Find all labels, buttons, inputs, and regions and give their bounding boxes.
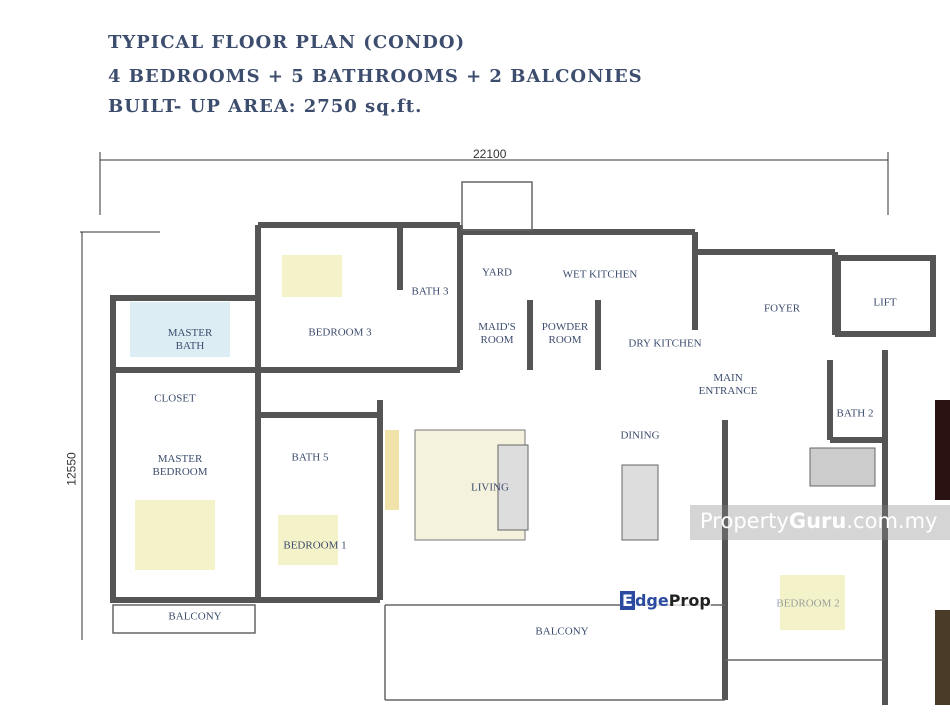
plan-area: BUILT- UP AREA: 2750 sq.ft. [108,96,423,117]
dimension-lines [80,152,889,640]
room-living: LIVING [471,481,509,494]
room-powder-room: POWDER ROOM [541,321,589,346]
room-lift: LIFT [873,296,897,309]
room-closet: CLOSET [154,392,196,405]
walls [110,222,936,705]
room-master-bath: MASTER BATH [167,327,213,352]
plan-title: TYPICAL FLOOR PLAN (CONDO) [108,32,466,53]
room-bath-5: BATH 5 [291,451,329,464]
room-bath-3: BATH 3 [411,285,449,298]
room-bedroom-1: BEDROOM 1 [283,539,347,552]
plan-layout: 4 BEDROOMS + 5 BATHROOMS + 2 BALCONIES [108,66,643,87]
dining-table [621,464,659,541]
room-bath-2: BATH 2 [836,407,874,420]
sofa [497,444,529,531]
room-maids-room: MAID'S ROOM [478,321,516,346]
depth-dimension: 12550 [64,452,79,486]
sofa-bed2 [809,447,876,487]
bed-2 [780,575,845,630]
room-wet-kitchen: WET KITCHEN [562,268,638,281]
room-bedroom-3: BEDROOM 3 [308,326,372,339]
bed-1 [278,515,338,565]
room-balcony-main: BALCONY [535,625,589,638]
room-main-entrance: MAIN ENTRANCE [698,372,758,397]
bed-3 [282,255,342,297]
room-yard: YARD [482,266,512,279]
room-dining: DINING [620,429,660,442]
width-dimension: 22100 [473,147,507,161]
room-dry-kitchen: DRY KITCHEN [628,337,702,350]
propertyguru-watermark: PropertyGuru.com.my [700,509,938,533]
side-photo-1 [935,400,950,500]
master-bath-floor [130,302,230,357]
tv-console [385,430,399,510]
room-bedroom-2: BEDROOM 2 [776,597,840,610]
room-master-bedroom: MASTER BEDROOM [152,453,208,478]
room-foyer: FOYER [763,302,801,315]
room-balcony-left: BALCONY [168,610,222,623]
side-photo-2 [935,610,950,705]
bed-master [135,500,215,570]
watermark-band [690,505,950,540]
